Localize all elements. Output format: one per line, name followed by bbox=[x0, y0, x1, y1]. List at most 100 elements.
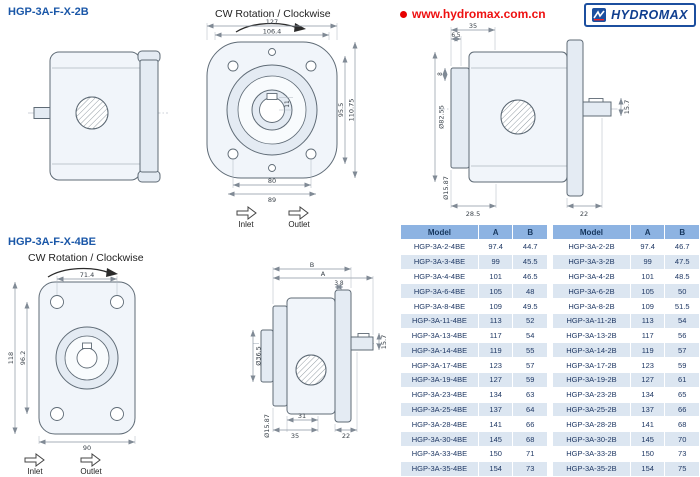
rotation-label-4be: CW Rotation / Clockwise bbox=[28, 252, 144, 264]
model-cell: HGP-3A-2-2B bbox=[552, 239, 631, 255]
pump-front-view-2b: 127 106.4 95.5 110.75 11 80 89 Inlet Out… bbox=[206, 18, 358, 229]
pump-side-view-2b bbox=[28, 50, 168, 183]
dim-value-cell: 113 bbox=[629, 312, 666, 329]
dim-value-cell: 154 bbox=[629, 460, 666, 477]
bolt-hole bbox=[50, 295, 64, 309]
model-cell: HGP-3A-13-2B bbox=[552, 327, 631, 344]
dim-value-cell: 113 bbox=[477, 312, 514, 329]
mounting-flange bbox=[334, 289, 352, 423]
col-header-a: A bbox=[629, 224, 666, 240]
website-link[interactable]: www.hydromax.com.cn bbox=[400, 7, 546, 21]
table-header-row: Model A B bbox=[552, 224, 700, 240]
brand-name: HYDROMAX bbox=[611, 8, 688, 22]
dim-value-cell: 101 bbox=[629, 268, 666, 285]
dim-label: 80 bbox=[268, 177, 276, 185]
dim-label: 8 bbox=[438, 72, 444, 76]
dim-label: 96.2 bbox=[19, 351, 27, 365]
dim-value-cell: 46.7 bbox=[664, 239, 700, 255]
dim-value-cell: 48.5 bbox=[664, 268, 700, 285]
bolt-hole bbox=[227, 60, 239, 72]
dim-value-cell: 150 bbox=[477, 445, 514, 462]
mounting-flange bbox=[139, 59, 159, 173]
cw-rotation-arrow bbox=[47, 267, 118, 278]
model-cell: HGP-3A-28-4BE bbox=[400, 416, 479, 433]
bolt-hole bbox=[305, 148, 317, 160]
dim-label: Ø15.87 bbox=[263, 414, 271, 438]
dim-label: 95.5 bbox=[337, 103, 345, 117]
drive-shaft bbox=[33, 107, 51, 119]
rear-cover bbox=[272, 305, 288, 407]
dim-label: 71.4 bbox=[80, 271, 94, 279]
drive-shaft bbox=[582, 101, 612, 117]
section-title-4be: HGP-3A-F-X-4BE bbox=[8, 236, 97, 248]
dim-value-cell: 55 bbox=[512, 342, 548, 359]
dim-value-cell: 109 bbox=[477, 298, 514, 314]
dim-value-cell: 123 bbox=[629, 357, 666, 374]
dim-value-cell: 66 bbox=[512, 416, 548, 433]
dim-value-cell: 68 bbox=[664, 416, 700, 433]
model-cell: HGP-3A-28-2B bbox=[552, 416, 631, 433]
hydromax-logo-icon bbox=[592, 8, 607, 22]
dim-value-cell: 127 bbox=[477, 372, 514, 388]
dim-value-cell: 50 bbox=[664, 283, 700, 300]
dim-value-cell: 48 bbox=[512, 283, 548, 300]
dim-label: Ø15.87 bbox=[442, 176, 450, 200]
dim-value-cell: 123 bbox=[477, 357, 514, 374]
model-cell: HGP-3A-30-4BE bbox=[400, 431, 479, 447]
dim-label: 6.5 bbox=[451, 33, 461, 39]
dim-value-cell: 45.5 bbox=[512, 253, 548, 270]
dim-value-cell: 64 bbox=[512, 401, 548, 418]
mounting-flange bbox=[566, 39, 584, 197]
red-dot-icon bbox=[400, 10, 407, 18]
port-section bbox=[75, 96, 109, 130]
dim-value-cell: 119 bbox=[629, 342, 666, 359]
dim-label: 90 bbox=[83, 444, 91, 452]
inlet-label: Inlet bbox=[27, 467, 43, 476]
dim-value-cell: 137 bbox=[629, 401, 666, 418]
dim-value-cell: 54 bbox=[512, 327, 548, 344]
dim-value-cell: 49.5 bbox=[512, 298, 548, 314]
model-cell: HGP-3A-3-2B bbox=[552, 253, 631, 270]
model-cell: HGP-3A-33-4BE bbox=[400, 445, 479, 462]
dim-value-cell: 59 bbox=[512, 372, 548, 388]
dim-value-cell: 105 bbox=[629, 283, 666, 300]
dim-value-cell: 141 bbox=[629, 416, 666, 433]
dim-value-cell: 134 bbox=[629, 386, 666, 403]
dim-label: 22 bbox=[580, 210, 588, 218]
hydromax-logo: HYDROMAX bbox=[584, 3, 696, 27]
shaft-key bbox=[588, 98, 604, 103]
table-header-row: Model A B bbox=[400, 224, 548, 240]
bolt-hole bbox=[305, 60, 317, 72]
dim-value-cell: 59 bbox=[664, 357, 700, 374]
dim-value-cell: 66 bbox=[664, 401, 700, 418]
model-cell: HGP-3A-3-4BE bbox=[400, 253, 479, 270]
inlet-arrow-icon bbox=[236, 206, 257, 220]
model-cell: HGP-3A-2-4BE bbox=[400, 239, 479, 255]
model-cell: HGP-3A-17-2B bbox=[552, 357, 631, 374]
keyway bbox=[82, 342, 92, 349]
outlet-label: Outlet bbox=[80, 467, 102, 476]
dim-label: 3.8 bbox=[334, 281, 344, 287]
model-cell: HGP-3A-8-4BE bbox=[400, 298, 479, 314]
dim-label: 11 bbox=[285, 100, 291, 108]
col-header-b: B bbox=[512, 224, 548, 240]
